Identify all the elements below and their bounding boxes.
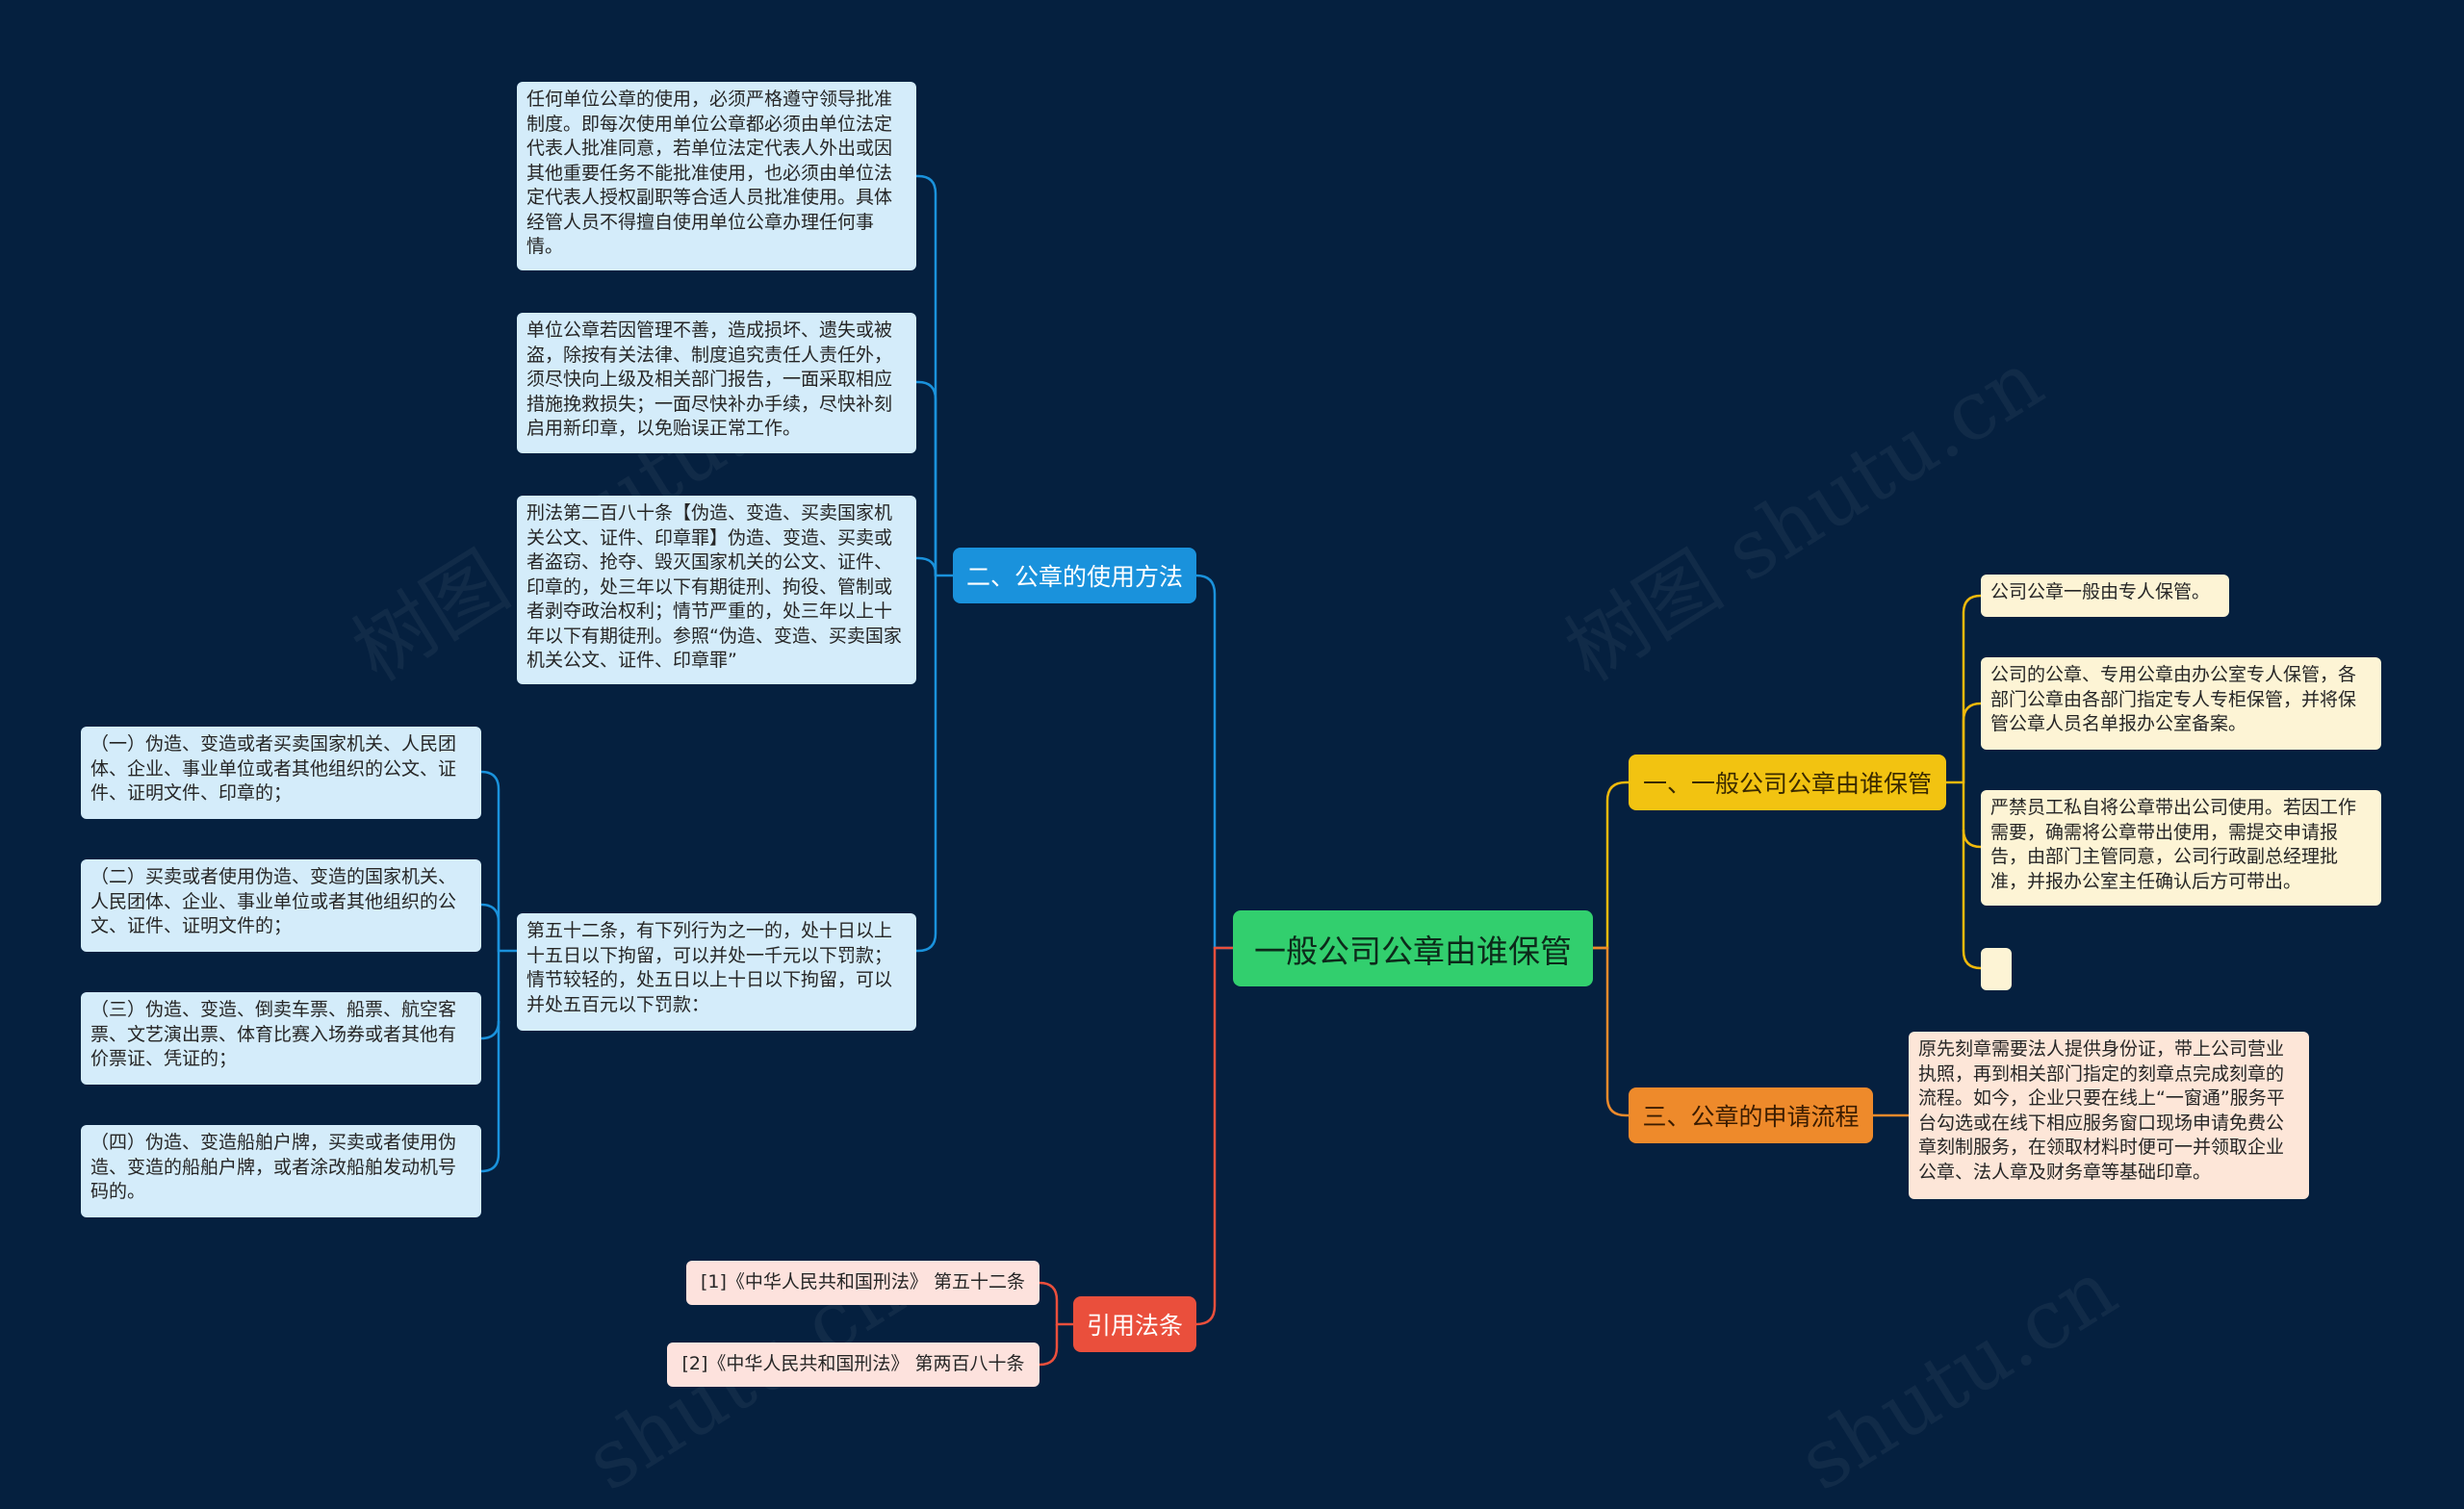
link-sub-leaf-2 — [480, 903, 500, 951]
link-usage-leaf-2 — [916, 380, 937, 575]
custody-leaf-empty[interactable] — [1981, 948, 2012, 990]
sub-leaf[interactable]: （四）伪造、变造船舶户牌，买卖或者使用伪造、变造的船舶户牌，或者涂改船舶发动机号… — [81, 1125, 481, 1217]
link-custody-leaf-3 — [1962, 782, 1982, 849]
link-refs-leaf-2 — [1039, 1324, 1059, 1367]
branch-usage[interactable]: 二、公章的使用方法 — [953, 548, 1196, 603]
link-refs-leaf-1 — [1039, 1281, 1073, 1326]
link-root-refs — [1195, 946, 1233, 1326]
branch-refs[interactable]: 引用法条 — [1073, 1296, 1196, 1352]
link-root-custody — [1593, 780, 1629, 950]
process-leaf[interactable]: 原先刻章需要法人提供身份证，带上公司营业执照，再到相关部门指定的刻章点完成刻章的… — [1909, 1032, 2309, 1199]
link-sub-leaf-1 — [480, 770, 517, 953]
custody-leaf[interactable]: 严禁员工私自将公章带出公司使用。若因工作需要，确需将公章带出使用，需提交申请报告… — [1981, 790, 2381, 906]
link-sub-leaf-3 — [480, 951, 500, 1040]
link-usage-leaf-1 — [916, 174, 953, 577]
sub-leaf[interactable]: （三）伪造、变造、倒卖车票、船票、航空客票、文艺演出票、体育比赛入场券或者其他有… — [81, 992, 481, 1085]
link-usage-leaf-4 — [916, 575, 937, 953]
usage-leaf[interactable]: 刑法第二百八十条【伪造、变造、买卖国家机关公文、证件、印章罪】伪造、变造、买卖或… — [517, 496, 916, 684]
link-root-usage — [1195, 574, 1233, 950]
link-sub-leaf-4 — [480, 1021, 500, 1173]
refs-leaf[interactable]: [2]《中华人民共和国刑法》 第两百八十条 — [667, 1343, 1040, 1387]
sub-leaf[interactable]: （一）伪造、变造或者买卖国家机关、人民团体、企业、事业单位或者其他组织的公文、证… — [81, 727, 481, 819]
root-topic[interactable]: 一般公司公章由谁保管 — [1233, 910, 1593, 986]
mindmap-canvas: 树图 shutu.cn 树图 shutu.cn shutu.cn shutu.c… — [81, 82, 2381, 1509]
usage-leaf[interactable]: 单位公章若因管理不善，造成损坏、遗失或被盗，除按有关法律、制度追究责任人责任外，… — [517, 313, 916, 453]
connector-lines — [480, 174, 1982, 1367]
sub-leaf[interactable]: （二）买卖或者使用伪造、变造的国家机关、人民团体、企业、事业单位或者其他组织的公… — [81, 859, 481, 952]
link-custody-leaf-4 — [1962, 830, 1982, 970]
usage-leaf[interactable]: 任何单位公章的使用，必须严格遵守领导批准制度。即每次使用单位公章都必须由单位法定… — [517, 82, 916, 270]
custody-leaf[interactable]: 公司公章一般由专人保管。 — [1981, 575, 2229, 617]
branch-process[interactable]: 三、公章的申请流程 — [1629, 1087, 1873, 1143]
custody-leaf[interactable]: 公司的公章、专用公章由办公室专人保管，各部门公章由各部门指定专人专柜保管，并将保… — [1981, 657, 2381, 750]
link-root-process — [1593, 946, 1629, 1117]
usage-leaf[interactable]: 第五十二条，有下列行为之一的，处十日以上十五日以下拘留，可以并处一千元以下罚款；… — [517, 913, 916, 1031]
branch-custody[interactable]: 一、一般公司公章由谁保管 — [1629, 754, 1946, 810]
link-custody-leaf-1 — [1946, 594, 1982, 784]
link-usage-leaf-3 — [916, 556, 937, 575]
refs-leaf[interactable]: [1]《中华人民共和国刑法》 第五十二条 — [686, 1261, 1040, 1305]
link-custody-leaf-2 — [1962, 702, 1982, 782]
